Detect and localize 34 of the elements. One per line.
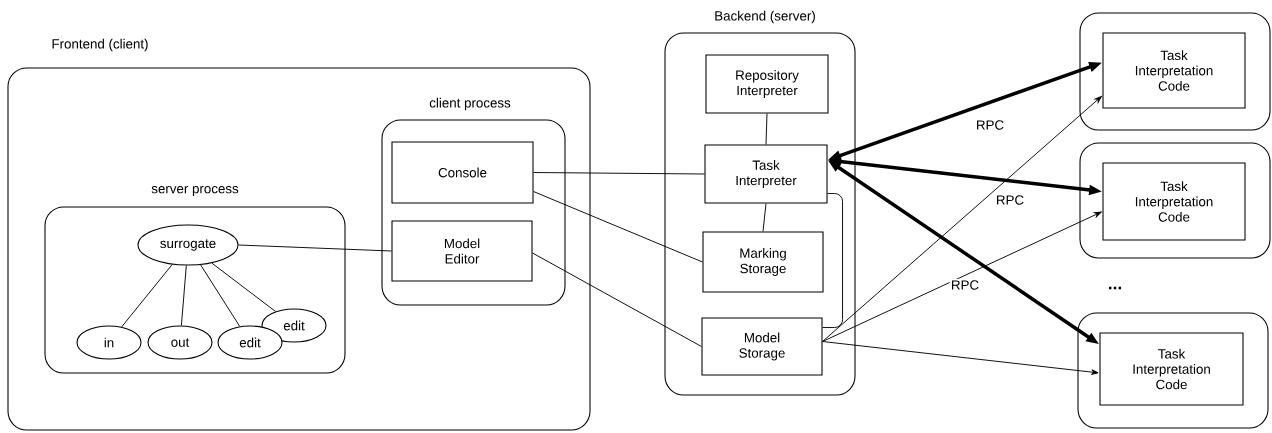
process-box: Model Storage <box>701 317 823 376</box>
connector-line <box>765 113 768 145</box>
connector-line <box>200 264 241 327</box>
connector-line <box>532 252 702 347</box>
group-box <box>1077 312 1269 429</box>
connector-line <box>533 191 703 263</box>
group-box <box>1079 142 1271 259</box>
connector-line <box>180 265 187 326</box>
group-heading: server process <box>151 186 239 196</box>
edge-label: RPC <box>994 193 1026 207</box>
connector-line <box>762 203 767 232</box>
process-box: Task Interpretation Code <box>1102 32 1246 109</box>
process-box: Task Interpreter <box>704 144 828 204</box>
connector-line <box>533 172 705 175</box>
connector-line <box>238 244 392 252</box>
arrow <box>822 341 1099 375</box>
ellipsis-label: ... <box>1108 286 1122 290</box>
group-heading: client process <box>429 97 511 111</box>
connector-line <box>121 264 173 328</box>
group-heading: Backend (server) <box>715 10 815 24</box>
process-box: Task Interpretation Code <box>1099 332 1244 406</box>
edge-label: RPC <box>974 118 1006 132</box>
edge-label: RPC <box>949 278 981 292</box>
process-box: Marking Storage <box>702 231 824 293</box>
process-box: Repository Interpreter <box>705 54 829 114</box>
connector-line <box>211 262 276 312</box>
process-box: Task Interpretation Code <box>1102 162 1246 241</box>
connector-line <box>822 193 843 328</box>
process-box: Model Editor <box>391 220 533 282</box>
group-heading: Frontend (client) <box>52 38 148 52</box>
arrow <box>822 95 1102 342</box>
group-box <box>1079 12 1271 131</box>
arrow <box>822 211 1102 342</box>
process-box: Console <box>391 141 534 204</box>
